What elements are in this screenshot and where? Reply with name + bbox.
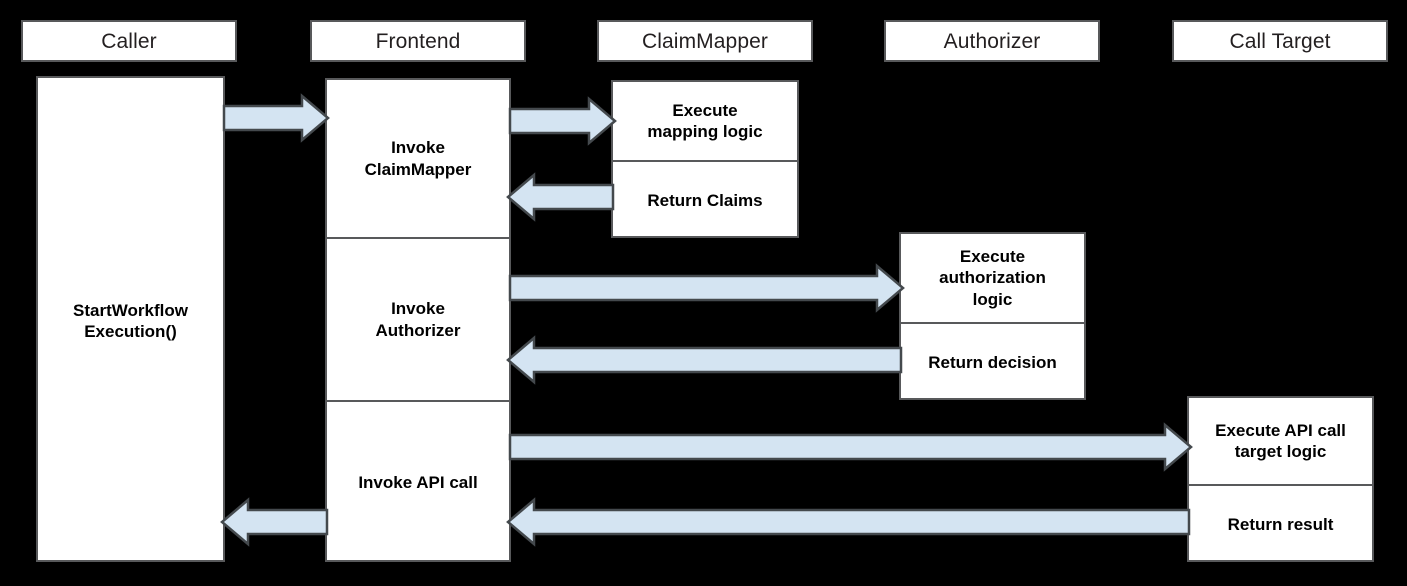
activation-calltarget-return-result[interactable]: Return result bbox=[1189, 484, 1372, 564]
participant-header-authorizer[interactable]: Authorizer bbox=[884, 20, 1100, 62]
participant-label: Caller bbox=[101, 29, 157, 53]
message-arrow-authorizer-to-frontend[interactable] bbox=[506, 335, 903, 385]
participant-label: ClaimMapper bbox=[642, 29, 768, 53]
activation-label: Invoke API call bbox=[358, 473, 478, 493]
activation-label: Return decision bbox=[928, 353, 1057, 373]
participant-label: Call Target bbox=[1229, 29, 1331, 53]
message-arrow-claimmapper-to-frontend[interactable] bbox=[506, 172, 615, 222]
activation-label: Return result bbox=[1227, 515, 1334, 535]
activation-authorizer-return-decision[interactable]: Return decision bbox=[901, 322, 1084, 402]
message-arrow-frontend-to-authorizer[interactable] bbox=[508, 263, 905, 313]
activation-label: Return Claims bbox=[647, 191, 763, 211]
participant-label: Frontend bbox=[375, 29, 461, 53]
participant-header-frontend[interactable]: Frontend bbox=[310, 20, 526, 62]
message-arrow-frontend-to-caller[interactable] bbox=[220, 497, 329, 547]
participant-label: Authorizer bbox=[943, 29, 1041, 53]
participant-header-claimmapper[interactable]: ClaimMapper bbox=[597, 20, 813, 62]
activation-claimmapper-return-claims[interactable]: Return Claims bbox=[613, 160, 797, 240]
message-arrow-calltarget-to-frontend[interactable] bbox=[506, 497, 1191, 547]
message-arrow-frontend-to-claimmapper[interactable] bbox=[508, 96, 617, 146]
message-arrow-frontend-to-calltarget[interactable] bbox=[508, 422, 1193, 472]
activation-frontend-invoke-api-call[interactable]: Invoke API call bbox=[327, 400, 509, 564]
participant-header-calltarget[interactable]: Call Target bbox=[1172, 20, 1388, 62]
participant-header-caller[interactable]: Caller bbox=[21, 20, 237, 62]
message-arrow-caller-to-frontend[interactable] bbox=[222, 93, 330, 143]
